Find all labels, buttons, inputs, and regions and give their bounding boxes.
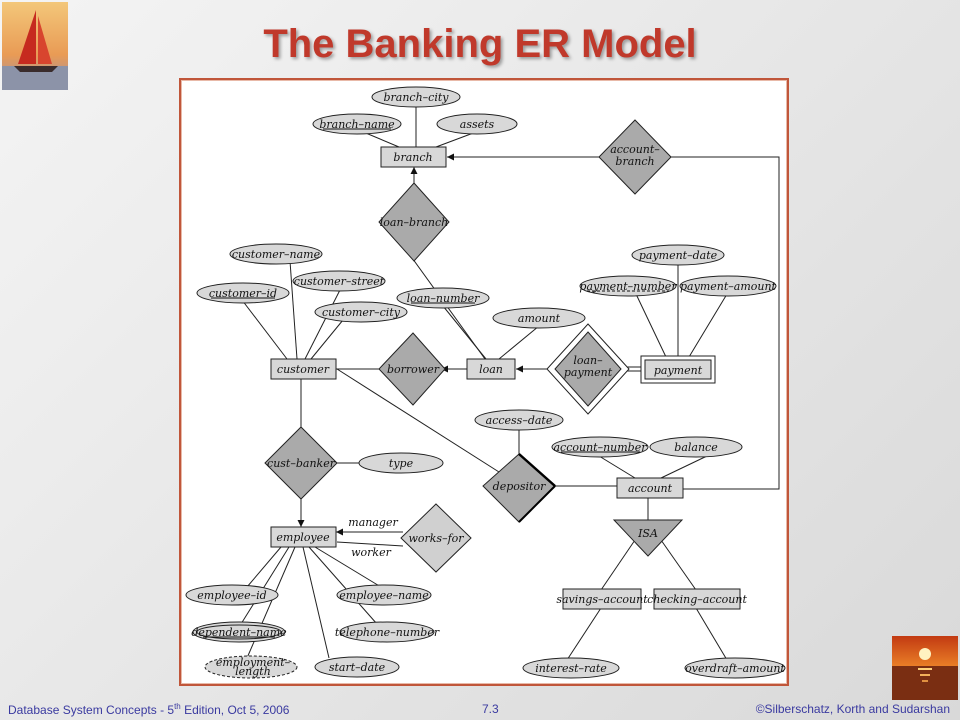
label-telephone-number: telephone–number: [335, 626, 440, 639]
label-payment-amount: payment–amount: [680, 280, 777, 293]
label-customer: customer: [277, 363, 330, 376]
attr-amount: [492, 307, 586, 329]
sailboat-logo-icon: [2, 2, 68, 90]
relationship-loan-branch: [378, 182, 450, 262]
relationship-borrower: [378, 332, 446, 406]
label-payment-number: payment–number: [579, 280, 677, 293]
label-customer-name: customer–name: [232, 248, 321, 261]
label-employee: employee: [276, 531, 330, 544]
sunset-logo-icon: [892, 636, 958, 700]
label-overdraft-amount: overdraft–amount: [685, 662, 785, 675]
label-role-worker: worker: [351, 546, 391, 559]
label-employee-id: employee–id: [197, 589, 266, 602]
entity-payment: [644, 359, 712, 380]
label-employment-length-1: employment–: [216, 656, 291, 669]
label-savings-account: savings–account: [556, 593, 648, 606]
entity-checking-account: [653, 588, 741, 610]
label-account-number: account–number: [553, 441, 647, 454]
footer-copyright: ©Silberschatz, Korth and Sudarshan: [755, 702, 950, 716]
attr-employee-id: [185, 584, 279, 606]
attr-payment-date: [631, 244, 725, 266]
footer-book-title: Database System Concepts - 5: [8, 703, 175, 717]
label-loan-payment-1: loan–: [573, 354, 603, 367]
label-customer-city: customer–city: [322, 306, 401, 319]
label-borrower: borrower: [387, 363, 440, 376]
label-cust-banker: cust–banker: [267, 457, 336, 470]
entity-customer: [270, 358, 337, 380]
attr-customer-name: [229, 243, 323, 265]
label-customer-id: customer–id: [209, 287, 277, 300]
label-customer-street: customer–street: [294, 275, 385, 288]
entity-savings-account: [562, 588, 642, 610]
label-payment-date: payment–date: [639, 249, 718, 262]
label-balance: balance: [674, 441, 718, 454]
label-account-branch-2: branch: [615, 155, 654, 168]
relationship-cust-banker: [264, 426, 338, 500]
attr-overdraft-amount: [684, 657, 786, 679]
label-branch: branch: [393, 151, 432, 164]
attr-balance: [649, 436, 743, 458]
label-loan: loan: [479, 363, 503, 376]
label-access-date: access–date: [486, 414, 553, 427]
attr-payment-amount: [679, 275, 777, 297]
attr-employee-name: [336, 584, 432, 606]
label-assets: assets: [460, 118, 495, 131]
attr-interest-rate: [522, 657, 620, 679]
label-works-for: works–for: [408, 532, 464, 545]
label-amount: amount: [518, 312, 561, 325]
attr-customer-street: [292, 270, 386, 292]
label-interest-rate: interest–rate: [535, 662, 607, 675]
label-depositor: depositor: [493, 480, 546, 493]
relationship-account-branch: [598, 119, 672, 195]
label-branch-city: branch–city: [383, 91, 449, 104]
label-employment-length-2: length: [235, 665, 271, 678]
attr-telephone-number: [339, 621, 435, 643]
footer-book: Database System Concepts - 5th Edition, …: [8, 702, 289, 717]
connector-lines: [240, 106, 780, 661]
label-checking-account: checking–account: [647, 593, 747, 606]
attr-customer-city: [314, 301, 408, 323]
entity-branch: [380, 146, 447, 168]
slide-footer: Database System Concepts - 5th Edition, …: [0, 700, 960, 720]
label-payment: payment: [654, 364, 703, 377]
label-start-date: start–date: [329, 661, 386, 674]
relationship-works-for: [400, 503, 472, 573]
attr-type: [358, 452, 444, 474]
attr-assets: [436, 113, 518, 135]
entity-loan: [466, 358, 516, 380]
footer-book-edition: Edition, Oct 5, 2006: [180, 703, 290, 717]
relationship-isa: [612, 519, 684, 557]
attr-start-date: [314, 656, 400, 678]
label-account: account: [628, 482, 673, 495]
label-loan-number: loan–number: [407, 292, 480, 305]
attr-branch-city: [371, 86, 461, 108]
label-isa: ISA: [637, 527, 658, 540]
label-role-manager: manager: [348, 516, 398, 529]
label-loan-branch: loan–branch: [380, 216, 448, 229]
footer-page-number: 7.3: [482, 702, 499, 716]
entity-employee: [270, 526, 337, 548]
er-diagram: branch customer loan payment employee ac…: [185, 86, 786, 679]
attr-employment-length: [204, 655, 298, 679]
label-branch-name: branch–name: [319, 118, 395, 131]
slide-title: The Banking ER Model: [263, 22, 697, 66]
attr-access-date: [474, 409, 564, 431]
attr-dependent-name: [196, 624, 282, 640]
label-dependent-name: dependent–name: [191, 626, 287, 639]
label-loan-payment-2: payment: [564, 366, 613, 379]
relationship-loan-payment: [554, 331, 622, 407]
label-type: type: [389, 457, 414, 470]
er-diagram-frame: branch customer loan payment employee ac…: [179, 78, 789, 686]
footer-book-sup: th: [174, 702, 181, 711]
entity-account: [616, 477, 684, 499]
label-employee-name: employee–name: [339, 589, 429, 602]
label-account-branch-1: account–: [610, 143, 660, 156]
